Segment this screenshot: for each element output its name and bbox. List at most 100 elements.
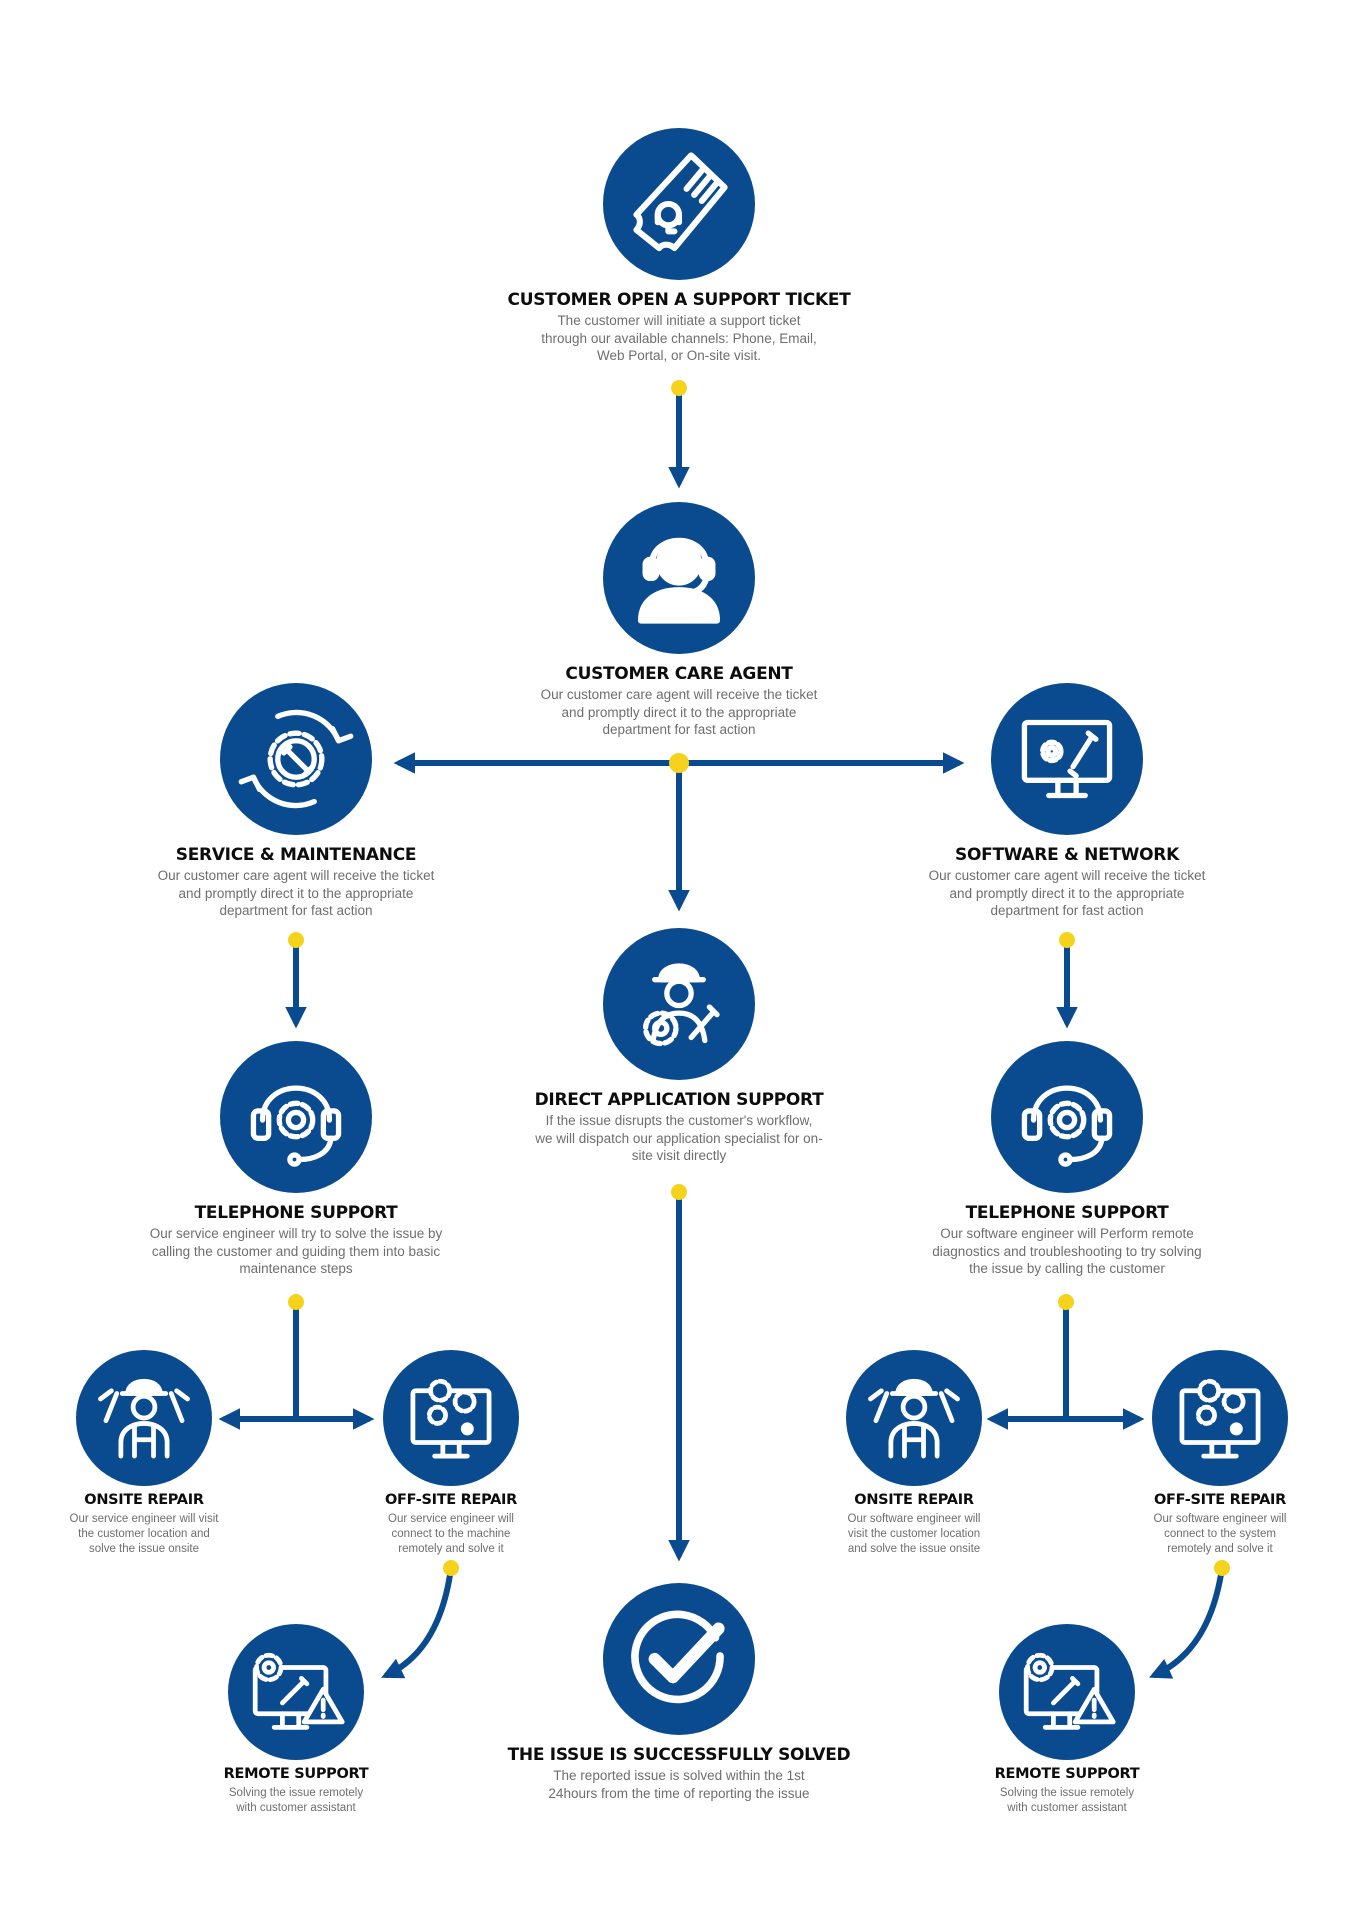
desc-line: Solving the issue remotely	[999, 1787, 1135, 1799]
node-desc: The customer will initiate a support tic…	[499, 312, 859, 365]
dot	[443, 1560, 459, 1576]
monitor-gears-icon	[383, 1350, 519, 1486]
headset-agent-icon	[603, 502, 755, 654]
desc-line: Our software engineer will	[847, 1513, 981, 1525]
desc-line: Our software engineer will Perform remot…	[940, 1226, 1194, 1241]
node-desc: Our software engineer will visit the cus…	[824, 1512, 1004, 1557]
ticket-headset-icon	[603, 128, 755, 280]
desc-line: If the issue disrupts the customer's wor…	[545, 1113, 813, 1128]
desc-line: the customer location and	[78, 1528, 210, 1540]
node-desc: Our customer care agent will receive the…	[887, 867, 1247, 920]
desc-line: we will dispatch our application special…	[535, 1130, 823, 1146]
desc-line: connect to the machine	[391, 1528, 511, 1540]
node-title: REMOTE SUPPORT	[994, 1766, 1140, 1782]
monitor-gears-icon	[1152, 1350, 1288, 1486]
node-offsite-repair-service: OFF-SITE REPAIR Our service engineer wil…	[361, 1350, 541, 1555]
desc-line: Web Portal, or On-site visit.	[596, 348, 762, 363]
desc-line: site visit directly	[631, 1148, 727, 1163]
dot	[288, 1294, 304, 1310]
arrow-offsite-left-to-remote	[381, 1565, 454, 1679]
dot	[669, 753, 689, 773]
node-desc: Our software engineer will connect to th…	[1130, 1512, 1310, 1557]
desc-line: and solve the issue onsite	[847, 1543, 981, 1555]
dot	[671, 1184, 687, 1200]
desc-line: maintenance steps	[239, 1261, 353, 1276]
engineer-gear-icon	[603, 928, 755, 1080]
node-desc: Our service engineer will try to solve t…	[116, 1225, 476, 1278]
desc-line: solve the issue onsite	[89, 1543, 199, 1555]
node-telephone-support-service: TELEPHONE SUPPORT Our service engineer w…	[116, 1041, 476, 1281]
node-desc: Solving the issue remotely with customer…	[206, 1786, 386, 1816]
headset-gear-icon	[991, 1041, 1143, 1193]
node-title: OFF-SITE REPAIR	[1153, 1492, 1287, 1508]
dot	[1059, 932, 1075, 948]
node-service-maintenance: SERVICE & MAINTENANCE Our customer care …	[116, 683, 476, 923]
desc-line: The reported issue is solved within the …	[553, 1768, 805, 1783]
node-title: OFF-SITE REPAIR	[384, 1492, 518, 1508]
node-title: CUSTOMER CARE AGENT	[565, 664, 793, 684]
desc-line: calling the customer and guiding them in…	[151, 1243, 441, 1259]
node-title: SERVICE & MAINTENANCE	[175, 845, 417, 865]
node-customer-care-agent: CUSTOMER CARE AGENT Our customer care ag…	[499, 502, 859, 742]
node-direct-application-support: DIRECT APPLICATION SUPPORT If the issue …	[499, 928, 859, 1168]
node-title: ONSITE REPAIR	[84, 1492, 204, 1508]
node-telephone-support-software: TELEPHONE SUPPORT Our software engineer …	[887, 1041, 1247, 1281]
node-title: TELEPHONE SUPPORT	[194, 1203, 398, 1223]
dot	[288, 932, 304, 948]
desc-line: Our service engineer will	[388, 1513, 514, 1525]
node-open-ticket: CUSTOMER OPEN A SUPPORT TICKET The custo…	[499, 128, 859, 368]
remote-support-icon	[999, 1624, 1135, 1760]
gear-wrench-cycle-icon	[220, 683, 372, 835]
desc-line: and promptly direct it to the appropriat…	[178, 885, 414, 901]
node-desc: Solving the issue remotely with customer…	[977, 1786, 1157, 1816]
node-onsite-repair-service: ONSITE REPAIR Our service engineer will …	[54, 1350, 234, 1555]
dot	[1214, 1560, 1230, 1576]
desc-line: with customer assistant	[236, 1802, 356, 1814]
desc-line: Our service engineer will try to solve t…	[149, 1226, 443, 1241]
node-issue-solved: THE ISSUE IS SUCCESSFULLY SOLVED The rep…	[499, 1583, 859, 1813]
desc-line: Our customer care agent will receive the…	[157, 868, 435, 883]
repairman-icon	[76, 1350, 212, 1486]
desc-line: The customer will initiate a support tic…	[557, 313, 801, 328]
desc-line: Our software engineer will	[1153, 1513, 1287, 1525]
node-title: CUSTOMER OPEN A SUPPORT TICKET	[507, 290, 851, 310]
arrow-offsite-right-to-remote	[1149, 1565, 1225, 1679]
checkmark-icon	[603, 1583, 755, 1735]
desc-line: Our customer care agent will receive the…	[928, 868, 1206, 883]
node-desc: Our customer care agent will receive the…	[499, 686, 859, 739]
node-remote-support-service: REMOTE SUPPORT Solving the issue remotel…	[206, 1624, 386, 1814]
desc-line: with customer assistant	[1007, 1802, 1127, 1814]
remote-support-icon	[228, 1624, 364, 1760]
desc-line: Our service engineer will visit	[69, 1513, 219, 1525]
desc-line: and promptly direct it to the appropriat…	[561, 704, 797, 720]
repairman-icon	[846, 1350, 982, 1486]
node-title: REMOTE SUPPORT	[223, 1766, 369, 1782]
node-software-network: SOFTWARE & NETWORK Our customer care age…	[887, 683, 1247, 923]
desc-line: department for fast action	[990, 903, 1144, 918]
desc-line: department for fast action	[602, 722, 756, 737]
node-desc: Our customer care agent will receive the…	[116, 867, 476, 920]
node-desc: Our software engineer will Perform remot…	[887, 1225, 1247, 1278]
node-title: DIRECT APPLICATION SUPPORT	[534, 1090, 824, 1110]
headset-gear-icon	[220, 1041, 372, 1193]
desc-line: remotely and solve it	[398, 1543, 504, 1555]
node-onsite-repair-software: ONSITE REPAIR Our software engineer will…	[824, 1350, 1004, 1555]
desc-line: the issue by calling the customer	[969, 1261, 1165, 1276]
desc-line: diagnostics and troubleshooting to try s…	[932, 1243, 1202, 1259]
node-title: THE ISSUE IS SUCCESSFULLY SOLVED	[507, 1745, 851, 1765]
node-title: ONSITE REPAIR	[854, 1492, 974, 1508]
desc-line: and promptly direct it to the appropriat…	[949, 885, 1185, 901]
dot	[671, 380, 687, 396]
desc-line: connect to the system	[1164, 1528, 1276, 1540]
node-desc: Our service engineer will visit the cust…	[54, 1512, 234, 1557]
desc-line: department for fast action	[219, 903, 373, 918]
node-desc: Our service engineer will connect to the…	[361, 1512, 541, 1557]
desc-line: remotely and solve it	[1167, 1543, 1273, 1555]
node-desc: The reported issue is solved within the …	[499, 1767, 859, 1802]
monitor-gear-wrench-icon	[991, 683, 1143, 835]
desc-line: through our available channels: Phone, E…	[541, 330, 817, 346]
node-remote-support-software: REMOTE SUPPORT Solving the issue remotel…	[977, 1624, 1157, 1814]
node-title: SOFTWARE & NETWORK	[955, 845, 1179, 865]
